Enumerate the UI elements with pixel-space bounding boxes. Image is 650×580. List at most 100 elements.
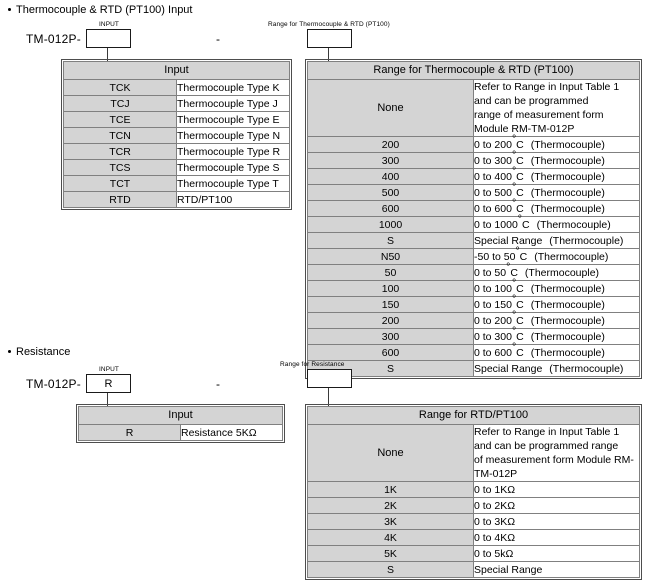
range-code-cell: 500 <box>307 184 474 201</box>
range-value-text: 0 to 600 <box>474 346 512 359</box>
range-unit-text: °C <box>511 181 524 199</box>
input-desc-cell: Thermocouple Type J <box>176 95 290 112</box>
range-value-text: 0 to 200 <box>474 314 512 327</box>
range-value-text: 0 to 150 <box>474 298 512 311</box>
range-value-cell: 0 to 300°C(Thermocouple) <box>473 326 640 345</box>
range-code-cell: None <box>307 79 474 137</box>
range-note-text: (Thermocouple) <box>530 186 605 199</box>
range-code-cell: 50 <box>307 264 474 281</box>
range-value-cell: Special Range <box>473 561 640 578</box>
range-note-text: (Thermocouple) <box>534 250 609 263</box>
range-value-text: Special Range <box>474 563 543 576</box>
range-note-text: (Thermocouple) <box>530 298 605 311</box>
range-value-text: 0 to 100 <box>474 282 512 295</box>
range-value-cell: 0 to 400°C(Thermocouple) <box>473 165 640 185</box>
range-value-text: 0 to 50 <box>474 266 507 279</box>
range-value-cell: 0 to 3KΩ <box>473 513 640 530</box>
range-value-cell: 0 to 300°C(Thermocouple) <box>473 150 640 169</box>
input-selector-box-thermocouple[interactable] <box>86 29 131 48</box>
range-value-text: 0 to 4KΩ <box>474 531 516 544</box>
range-code-cell: 150 <box>307 296 474 313</box>
range-note-text: (Thermocouple) <box>530 170 605 183</box>
range-value-text: 0 to 300 <box>474 330 512 343</box>
section-title-text-resistance: Resistance <box>16 346 71 358</box>
input-code-cell: TCT <box>63 175 177 192</box>
input-desc-cell: Thermocouple Type N <box>176 127 290 144</box>
input-desc-cell: Thermocouple Type T <box>176 175 290 192</box>
range-unit-text: °C <box>511 197 524 215</box>
range-value-text: 0 to 2KΩ <box>474 499 516 512</box>
range-code-cell: 300 <box>307 328 474 345</box>
range-note-line1: Refer to Range in Input Table 1 and can … <box>474 81 620 107</box>
range-unit-text: °C <box>517 213 530 231</box>
bullet-dot-icon <box>8 7 11 11</box>
range-value-cell: 0 to 1KΩ <box>473 481 640 498</box>
range-value-cell: 0 to 600°C(Thermocouple) <box>473 197 640 217</box>
input-code-cell: TCN <box>63 127 177 144</box>
range-value-cell: Special Range(Thermocouple) <box>473 360 640 377</box>
range-unit-text: °C <box>511 277 524 295</box>
input-table-header-resistance: Input <box>78 406 283 425</box>
range-note-text: (Thermocouple) <box>524 266 600 279</box>
range-table-header: Range for Thermocouple & RTD (PT100) <box>307 61 640 80</box>
range-note-text: (Thermocouple) <box>530 282 605 295</box>
range-unit-text: °C <box>511 133 524 151</box>
input-selector-value-resistance: R <box>104 377 113 390</box>
input-desc-cell: Thermocouple Type K <box>176 79 290 96</box>
range-unit-text: °C <box>511 341 524 359</box>
connector-line-input-thermocouple <box>107 48 109 62</box>
range-code-cell: 1000 <box>307 216 474 233</box>
range-code-cell: 600 <box>307 344 474 361</box>
range-value-cell: 0 to 200°C(Thermocouple) <box>473 133 640 153</box>
range-code-cell: 400 <box>307 168 474 185</box>
range-note-cell: Refer to Range in Input Table 1 and can … <box>473 424 640 482</box>
range-note-line1: Refer to Range in Input Table 1 and can … <box>474 426 620 452</box>
connector-line-input-resistance <box>107 393 109 407</box>
input-code-cell: TCK <box>63 79 177 96</box>
range-value-cell: 0 to 2KΩ <box>473 497 640 514</box>
range-value-text: Special Range <box>474 362 543 375</box>
input-desc-cell: Resistance 5KΩ <box>180 424 283 441</box>
range-value-cell: 0 to 200°C(Thermocouple) <box>473 310 640 329</box>
range-selector-box-resistance[interactable] <box>307 369 352 388</box>
input-selector-box-resistance[interactable]: R <box>86 374 131 393</box>
range-value-text: 0 to 500 <box>474 186 512 199</box>
model-code-resistance: TM-012P- <box>26 377 81 391</box>
range-code-cell: S <box>307 232 474 249</box>
table-row: N50-50 to 50°C(Thermocouple) <box>307 246 640 265</box>
input-code-cell: TCS <box>63 159 177 176</box>
range-note-text: (Thermocouple) <box>530 346 605 359</box>
range-note-text: (Thermocouple) <box>530 202 605 215</box>
range-note-line2: of measurement form Module RM-TM-012P <box>474 454 634 480</box>
range-value-text: 0 to 1KΩ <box>474 483 516 496</box>
range-unit-text: °C <box>511 293 524 311</box>
section-title-resistance: Resistance <box>8 346 70 359</box>
range-code-cell: None <box>307 424 474 482</box>
input-code-cell: R <box>78 424 181 441</box>
model-code-separator-thermocouple: - <box>216 32 220 46</box>
datasheet-page: Thermocouple & RTD (PT100) Input TM-012P… <box>8 4 642 580</box>
range-unit-text: °C <box>511 165 524 183</box>
input-box-caption-thermocouple: INPUT <box>99 21 119 28</box>
connector-line-range-thermocouple <box>328 48 330 62</box>
range-code-cell: 100 <box>307 280 474 297</box>
range-selector-box-thermocouple[interactable] <box>307 29 352 48</box>
range-note-text: (Thermocouple) <box>530 138 605 151</box>
range-value-cell: Special Range(Thermocouple) <box>473 232 640 249</box>
range-note-text: (Thermocouple) <box>530 314 605 327</box>
range-unit-text: °C <box>506 261 518 279</box>
range-value-cell: 0 to 150°C (Thermocouple) <box>473 293 640 313</box>
